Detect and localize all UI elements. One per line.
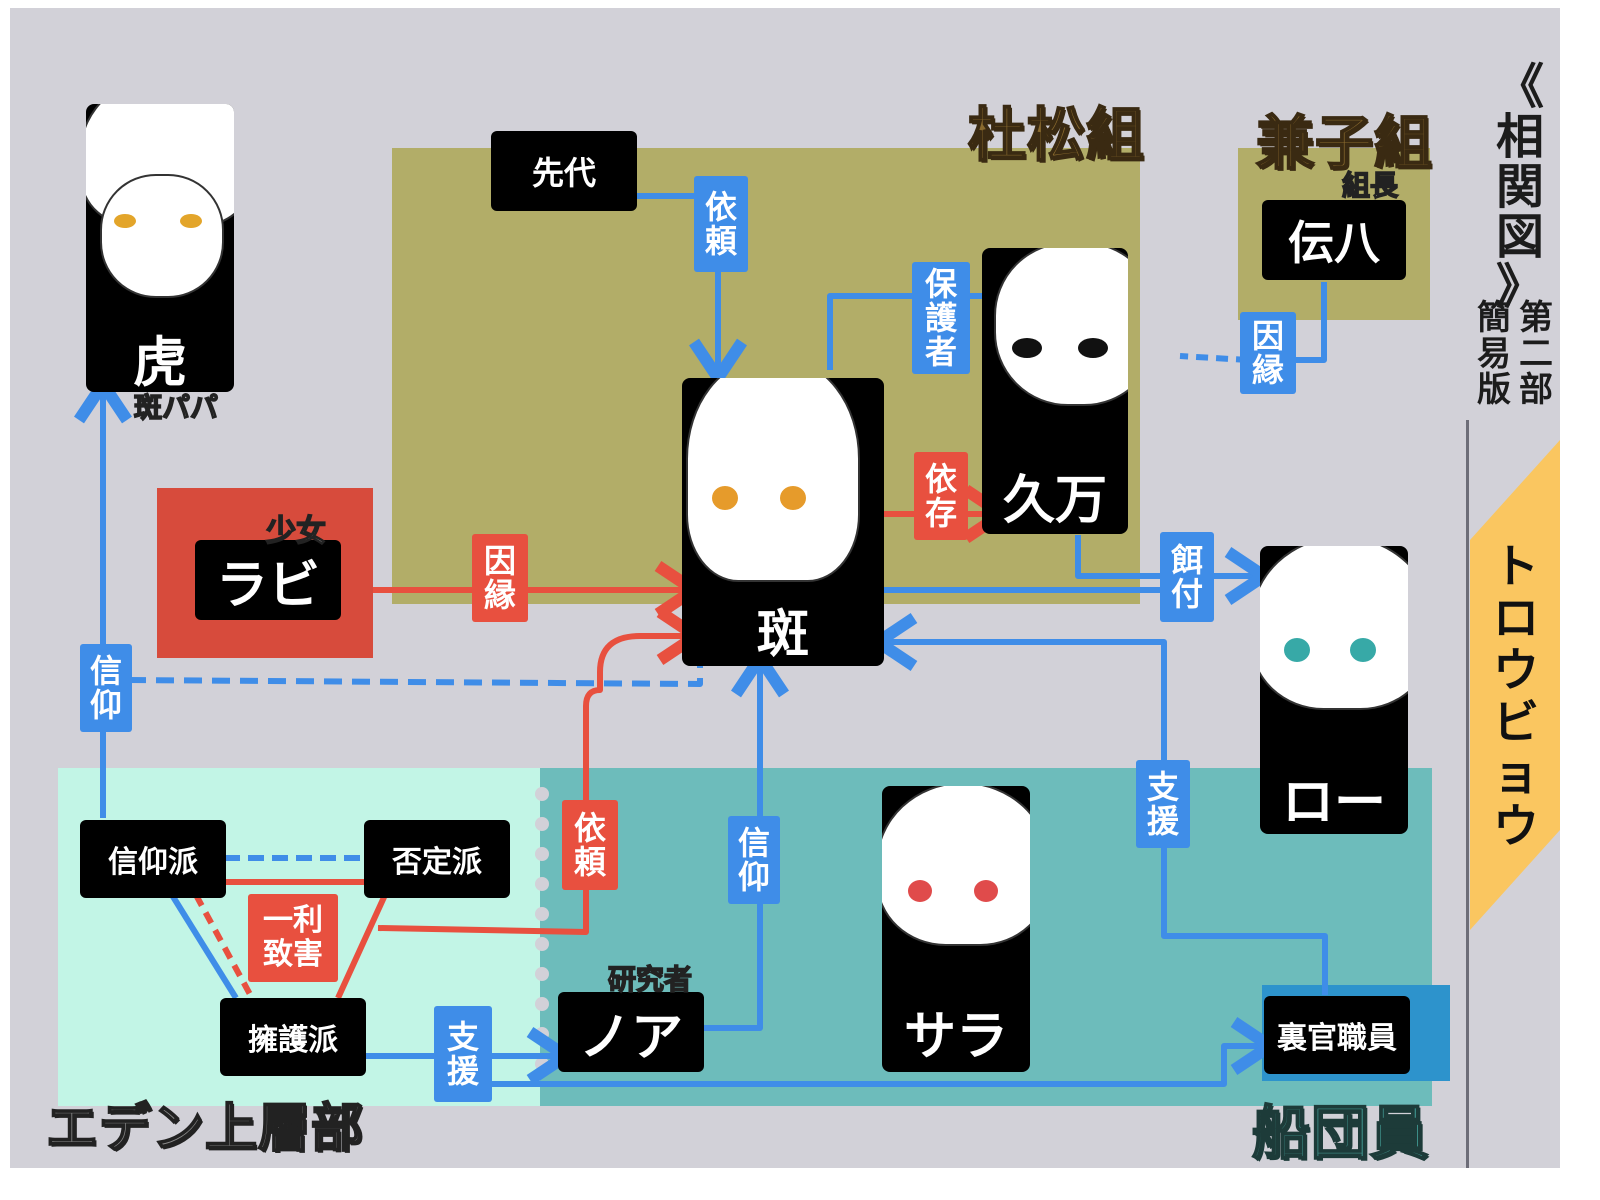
group-title-fleet: 船団員	[1251, 1098, 1430, 1168]
portrait-kuman: 久万	[982, 248, 1128, 534]
sublabel-tora: 斑パパ	[133, 390, 219, 425]
group-title-kaneko: 兼子組	[1255, 108, 1434, 178]
line-urakan-madara	[867, 613, 1328, 995]
card-hitei-faction: 否定派	[364, 820, 510, 898]
tag-irai-top: 依頼	[694, 176, 748, 272]
portrait-tora: 虎	[86, 104, 234, 392]
tag-inen-rabi: 因縁	[472, 534, 528, 622]
portrait-name-ro: ロー	[1281, 773, 1386, 833]
tora-eye-icon	[114, 214, 136, 228]
sublabel-rabi: 少女	[265, 513, 327, 550]
tag-irai-bottom: 依頼	[562, 800, 618, 890]
diagram-title: 《相関 図》	[1495, 59, 1544, 315]
sara-eye-icon	[908, 880, 932, 902]
card-noa: ノア	[558, 992, 704, 1072]
madara-eye-icon	[712, 486, 738, 510]
tag-shien-bottom: 支援	[434, 1006, 492, 1102]
kuman-eye-icon	[1012, 338, 1042, 358]
kuman-face-icon	[994, 248, 1128, 406]
tora-eye-icon	[180, 214, 202, 228]
tag-hogosha: 保護者	[912, 262, 970, 374]
ro-eye-icon	[1350, 638, 1376, 662]
line-support-urakan	[464, 1017, 1281, 1087]
portrait-name-tora: 虎	[133, 331, 187, 392]
group-title-morimatsu: 杜松組	[967, 100, 1146, 170]
card-senda: 先代	[491, 131, 637, 211]
sara-eye-icon	[974, 880, 998, 902]
tag-ichiri-gaiga: 一利致害	[248, 894, 338, 982]
portrait-name-kuman: 久万	[1002, 471, 1107, 531]
portrait-madara: 斑	[682, 378, 884, 666]
tag-shinko-left: 信仰	[80, 644, 132, 732]
group-title-eden-upper: エデン上層部	[45, 1098, 365, 1160]
side-divider-line	[1466, 420, 1469, 1168]
ro-eye-icon	[1284, 638, 1310, 662]
card-denpachi: 伝八	[1262, 200, 1406, 280]
tag-eduke: 餌付	[1160, 532, 1214, 622]
edition-label: 簡易版	[1477, 298, 1511, 410]
kuman-eye-icon	[1078, 338, 1108, 358]
line-noa-madara	[704, 647, 789, 1031]
tora-face-icon	[100, 174, 224, 298]
sublabel-noa: 研究者	[607, 962, 693, 997]
card-urakan: 裏官職員	[1264, 996, 1410, 1074]
line-denpachi-kuman-dash	[1179, 353, 1249, 363]
line-shinko-yogo	[169, 893, 239, 1000]
card-rabi: ラビ	[195, 540, 341, 620]
line-hitei-yogo	[335, 893, 388, 1000]
sublabel-denpachi: 組長	[1341, 168, 1399, 203]
portrait-name-madara: 斑	[756, 605, 809, 665]
madara-eye-icon	[780, 486, 806, 510]
card-shinko-faction: 信仰派	[80, 820, 226, 898]
sara-hair-icon	[882, 786, 1030, 946]
portrait-ro: ロー	[1260, 546, 1408, 834]
line-irai-bottom	[377, 607, 707, 935]
tag-inen-kaneko: 因縁	[1240, 312, 1296, 394]
madara-hair-icon	[686, 378, 860, 582]
tag-shinko-noa: 信仰	[728, 816, 780, 904]
ro-hair-icon	[1260, 546, 1408, 710]
portrait-sara: サラ	[882, 786, 1030, 1072]
portrait-name-sara: サラ	[903, 1007, 1008, 1067]
line-shinko-madara-dash	[127, 658, 703, 687]
tag-izon: 依存	[914, 452, 968, 540]
side-banner-text: トロウ ビョウ	[1493, 539, 1539, 853]
part-label: 第二部	[1519, 298, 1553, 410]
tag-shien-right: 支援	[1136, 760, 1190, 848]
card-yogo-faction: 擁護派	[220, 998, 366, 1076]
